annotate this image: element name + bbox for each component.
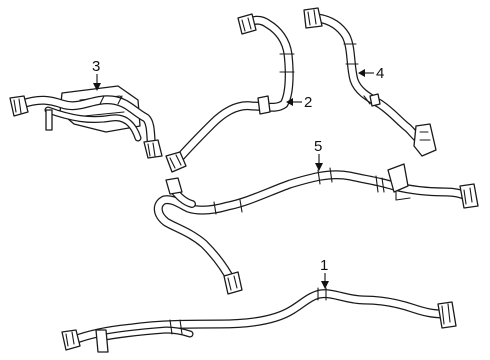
callout-5: 5 xyxy=(314,138,323,171)
hose-5 xyxy=(153,163,479,295)
callout-2-label: 2 xyxy=(304,94,312,111)
hose-assembly-3 xyxy=(9,85,163,159)
callout-1: 1 xyxy=(320,257,329,289)
hose-2 xyxy=(165,13,295,173)
callout-4-label: 4 xyxy=(376,65,384,82)
callout-1-label: 1 xyxy=(320,257,328,274)
callout-5-label: 5 xyxy=(314,138,322,155)
hose-1 xyxy=(61,287,457,353)
hose-4 xyxy=(303,7,437,157)
callout-4: 4 xyxy=(358,65,384,82)
callout-3-label: 3 xyxy=(92,58,100,75)
callout-3: 3 xyxy=(92,58,101,91)
callout-2: 2 xyxy=(286,94,312,111)
